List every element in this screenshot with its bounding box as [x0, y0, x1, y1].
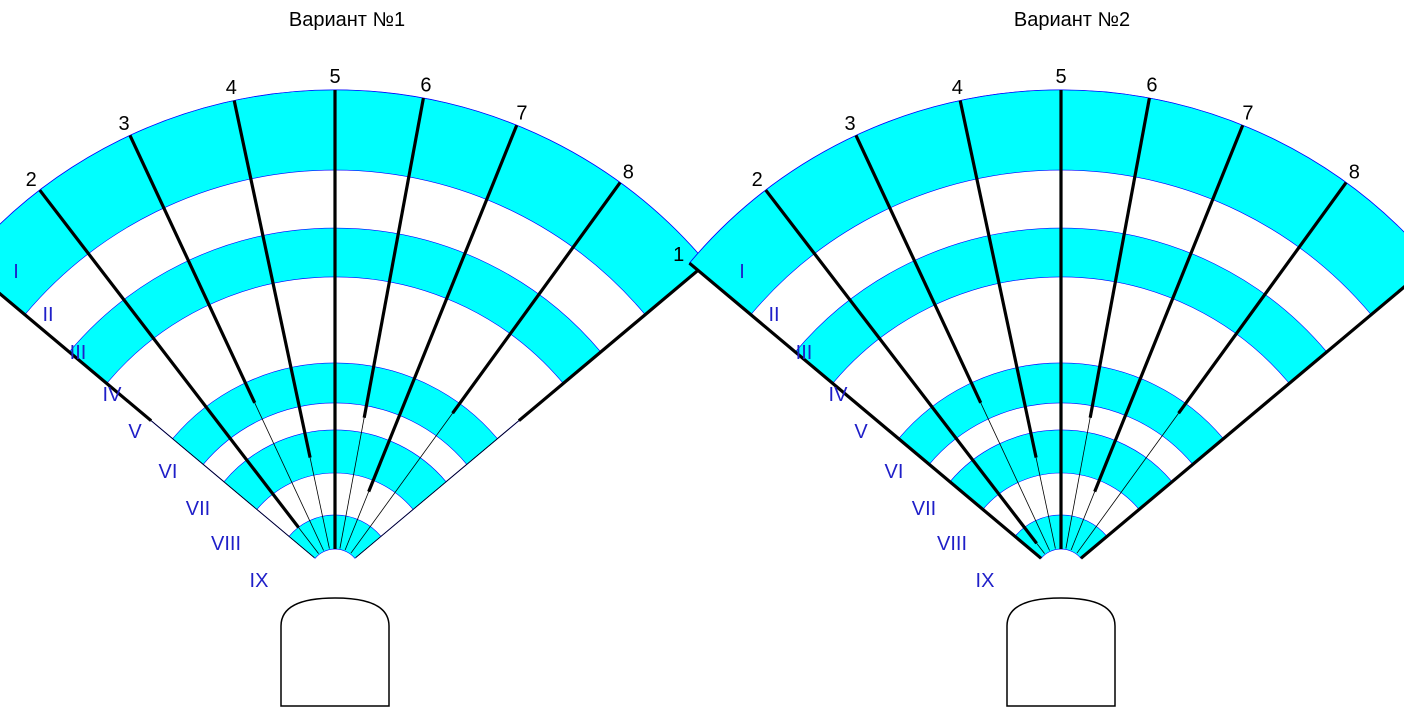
hole-charge	[1093, 124, 1245, 493]
hole-number-label: 1	[673, 244, 684, 266]
hole-number-label: 6	[420, 74, 431, 96]
hole-charge	[367, 124, 519, 493]
variant-title: Вариант №2	[1014, 9, 1130, 31]
hole-number-label: 8	[623, 161, 634, 183]
variant-title: Вариант №1	[289, 9, 405, 31]
row-number-label: VII	[186, 498, 210, 520]
hole-labels-layer: 123456789	[673, 66, 1360, 266]
row-number-label: V	[128, 421, 142, 443]
row-number-label: VIII	[211, 533, 241, 555]
row-number-label: IV	[829, 384, 849, 406]
hole-number-label: 3	[119, 113, 130, 135]
hole-charge	[854, 134, 983, 404]
hole-charge	[362, 97, 425, 418]
row-number-label: III	[70, 342, 87, 364]
hole-charge	[232, 100, 312, 458]
hole-number-label: 6	[1146, 74, 1157, 96]
row-number-label: VI	[159, 461, 178, 483]
hole-charge	[958, 100, 1038, 458]
hole-charge	[451, 181, 622, 415]
hole-charge	[128, 134, 257, 404]
hole-number-label: 7	[1242, 102, 1253, 124]
row-number-label: II	[42, 304, 53, 326]
hole-number-label: 4	[952, 77, 963, 99]
hole-number-label: 5	[329, 66, 340, 88]
holes-layer	[0, 90, 708, 558]
hole-charge	[1177, 181, 1348, 415]
hole-charge	[1079, 285, 1404, 560]
variant-2-diagram: Вариант №2 123456789 IIIIIIIVVVIVIIVIIII…	[673, 9, 1404, 707]
hole-number-label: 7	[516, 102, 527, 124]
hole-charge	[0, 291, 153, 422]
drift-cross-section	[280, 597, 390, 707]
row-number-label: VIII	[937, 533, 967, 555]
row-number-label: IX	[976, 570, 995, 592]
hole-charge	[517, 261, 708, 422]
hole-number-label: 3	[845, 113, 856, 135]
hole-number-label: 2	[752, 169, 763, 191]
hole-charge	[38, 189, 300, 529]
hole-charge	[764, 189, 1038, 545]
holes-layer	[688, 90, 1404, 560]
row-number-label: V	[854, 421, 868, 443]
row-number-label: I	[13, 261, 19, 283]
hole-charge	[1088, 97, 1151, 418]
drift-cross-section	[1006, 597, 1116, 707]
hole-charge	[688, 261, 1043, 560]
row-number-label: I	[739, 261, 745, 283]
hole-number-label: 8	[1349, 161, 1360, 183]
hole-number-label: 4	[226, 77, 237, 99]
row-number-label: II	[768, 304, 779, 326]
row-number-label: VI	[885, 461, 904, 483]
bands-layer	[688, 89, 1404, 559]
variant-1-diagram: Вариант №1 123456789 IIIIIIIVVVIVIIVIIII…	[0, 9, 723, 707]
row-number-label: VII	[912, 498, 936, 520]
hole-number-label: 2	[26, 169, 37, 191]
row-number-label: IV	[103, 384, 123, 406]
row-number-label: IX	[250, 570, 269, 592]
bands-layer	[0, 89, 708, 559]
row-number-label: III	[796, 342, 813, 364]
hole-number-label: 5	[1055, 66, 1066, 88]
charged-band	[689, 89, 1404, 316]
